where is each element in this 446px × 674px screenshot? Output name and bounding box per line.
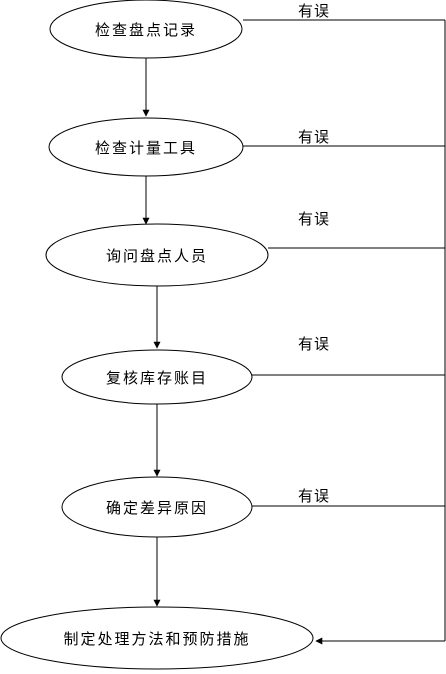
step-5-shape xyxy=(61,476,253,538)
step-1-shape xyxy=(49,0,243,59)
error-branches xyxy=(243,19,446,645)
main-connectors xyxy=(142,48,161,607)
step-1: 检查盘点记录 xyxy=(49,0,243,59)
step-3-shape xyxy=(45,223,269,287)
branch-label-5: 有误 xyxy=(298,487,330,505)
branch-label-4: 有误 xyxy=(298,335,330,353)
step-6-label: 制定处理方法和预防措施 xyxy=(63,630,250,648)
step-2: 检查计量工具 xyxy=(48,117,244,177)
step-6-shape xyxy=(0,606,314,670)
branch-label-2: 有误 xyxy=(298,128,330,146)
step-4-label: 复核库存账目 xyxy=(106,369,208,387)
step-2-shape xyxy=(48,117,244,177)
step-3-label: 询问盘点人员 xyxy=(106,247,208,265)
step-4-shape xyxy=(61,349,253,405)
step-3: 询问盘点人员 xyxy=(45,223,269,287)
step-5: 确定差异原因 xyxy=(61,476,253,538)
step-5-label: 确定差异原因 xyxy=(106,499,208,517)
step-6: 制定处理方法和预防措施 xyxy=(0,606,314,670)
step-1-label: 检查盘点记录 xyxy=(95,21,197,39)
step-4: 复核库存账目 xyxy=(61,349,253,405)
branch-label-3: 有误 xyxy=(298,210,330,228)
branch-labels: 有误 有误 有误 有误 有误 xyxy=(298,2,330,505)
step-2-label: 检查计量工具 xyxy=(95,139,197,157)
branch-label-1: 有误 xyxy=(298,2,330,20)
